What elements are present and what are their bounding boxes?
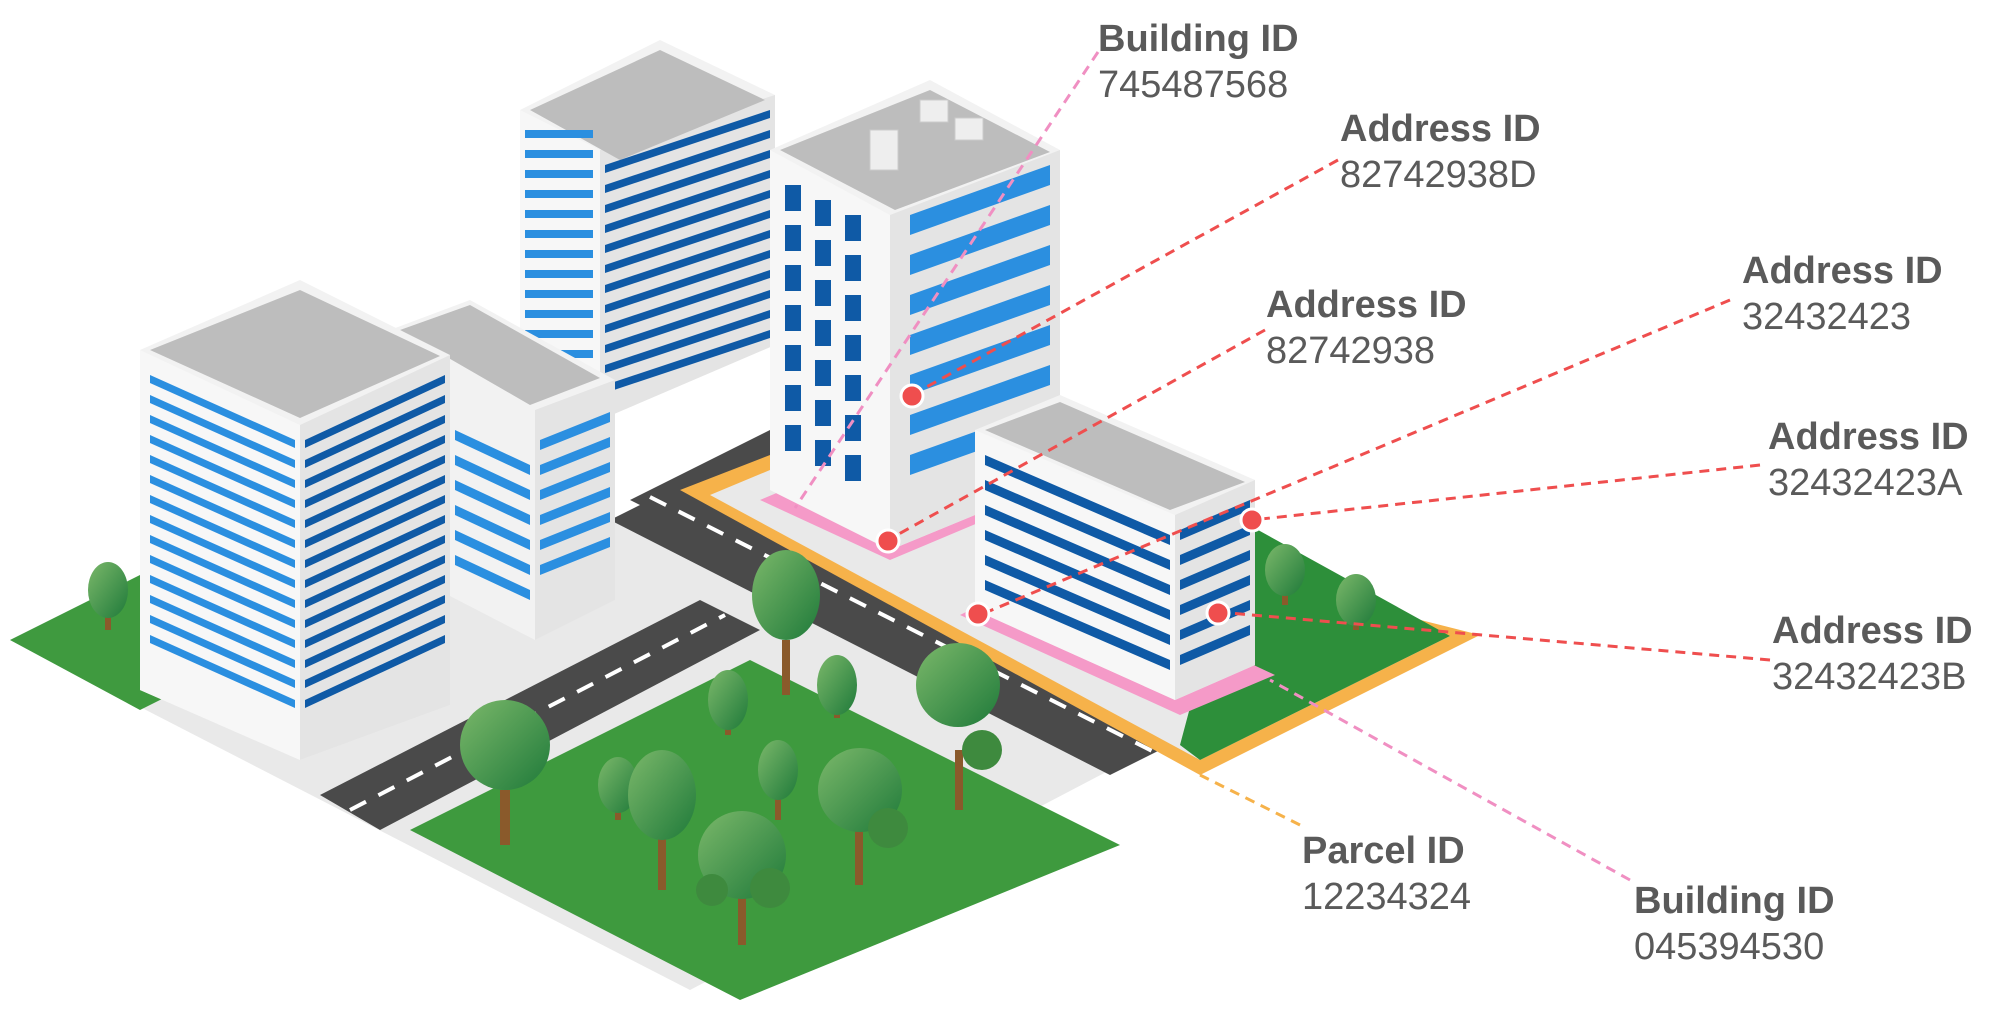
- leader-address-5: [1217, 610, 1771, 662]
- callout-value: 82742938D: [1340, 154, 1537, 196]
- callout-value: 32432423: [1742, 296, 1912, 338]
- callout-value: 82742938: [1266, 330, 1436, 372]
- callout-building-id-bottom: Building ID 045394530: [1634, 878, 1835, 970]
- leader-address-1: [911, 158, 1339, 397]
- callout-value: 12234324: [1302, 876, 1472, 918]
- callout-address-id-2: Address ID 82742938: [1266, 282, 1467, 374]
- callout-title: Address ID: [1340, 108, 1541, 150]
- callout-address-id-4: Address ID 32432423A: [1768, 414, 1969, 506]
- leader-building-bottom: [1269, 678, 1631, 882]
- road-network: [320, 430, 1200, 830]
- callout-title: Building ID: [1634, 880, 1835, 922]
- address-markers: [875, 383, 1265, 627]
- marker-address-2: [875, 528, 901, 554]
- leader-building-top: [793, 51, 1100, 509]
- callout-title: Address ID: [1266, 284, 1467, 326]
- leader-parcel: [1199, 773, 1301, 827]
- callout-value: 745487568: [1098, 64, 1289, 106]
- callout-address-id-5: Address ID 32432423B: [1772, 608, 1973, 700]
- callout-address-id-3: Address ID 32432423: [1742, 248, 1943, 340]
- building-front-left: [140, 280, 450, 760]
- callout-title: Parcel ID: [1302, 830, 1465, 872]
- marker-address-4: [1239, 507, 1265, 533]
- callout-building-id-top: Building ID 745487568: [1098, 16, 1299, 108]
- callout-parcel-id: Parcel ID 12234324: [1302, 828, 1471, 920]
- callout-value: 32432423A: [1768, 462, 1963, 504]
- leader-address-2: [887, 328, 1266, 542]
- callout-address-id-1: Address ID 82742938D: [1340, 106, 1541, 198]
- trees: [88, 544, 1376, 945]
- callout-value: 045394530: [1634, 926, 1825, 968]
- leader-address-4: [1251, 463, 1761, 522]
- callout-title: Address ID: [1742, 250, 1943, 292]
- leader-lines: [793, 51, 1771, 882]
- callout-title: Building ID: [1098, 18, 1299, 60]
- callout-title: Address ID: [1772, 610, 1973, 652]
- marker-address-3: [965, 601, 991, 627]
- marker-address-5: [1205, 600, 1231, 626]
- marker-address-1: [899, 383, 925, 409]
- building-right: [960, 395, 1275, 715]
- callout-title: Address ID: [1768, 416, 1969, 458]
- building-center: [760, 80, 1060, 560]
- callout-value: 32432423B: [1772, 656, 1967, 698]
